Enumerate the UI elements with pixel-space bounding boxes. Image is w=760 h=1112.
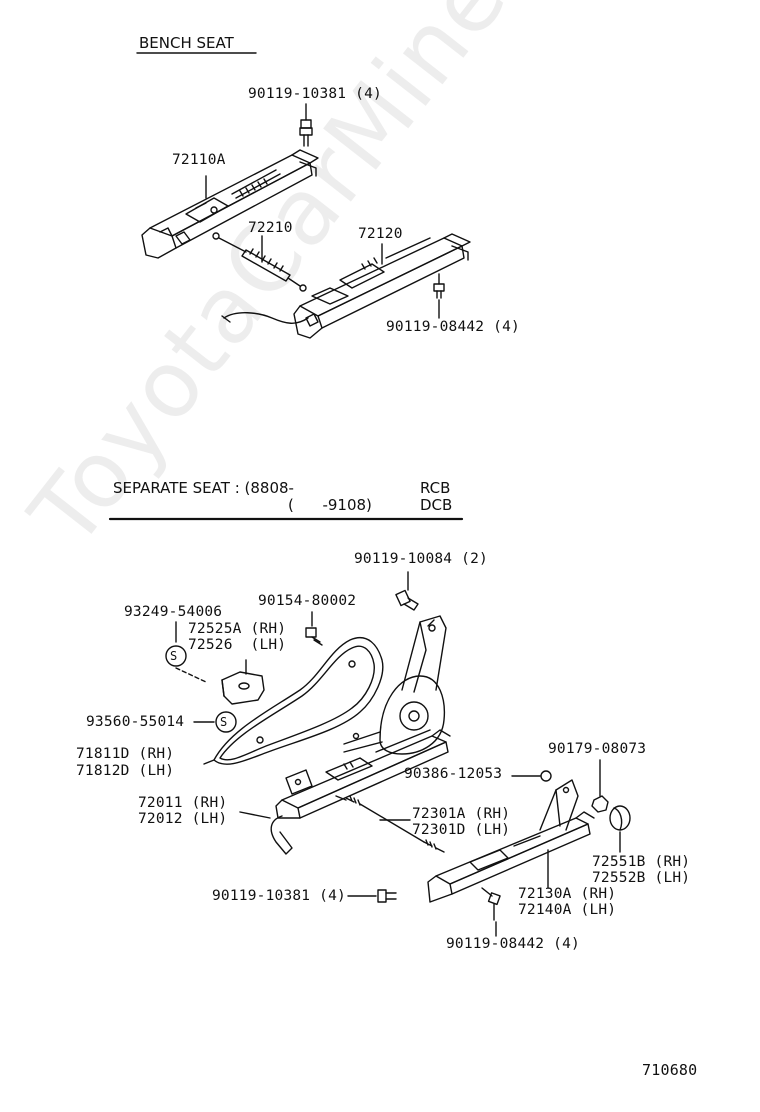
sep-connecting-rod	[335, 795, 445, 853]
separate-title-code2: DCB	[420, 496, 453, 514]
sep-label-knob-rh: 72525A (RH)	[188, 621, 287, 637]
figure-number: 710680	[642, 1061, 698, 1079]
sep-nut-mid	[511, 770, 552, 782]
bench-adjuster-right	[293, 233, 471, 339]
bench-label-72110a: 72110A	[172, 152, 226, 168]
sep-label-bolt-bottom: 90119-08442 (4)	[446, 936, 580, 952]
sep-label-cap-lh: 72552B (LH)	[592, 870, 691, 886]
bench-bolt-top	[299, 103, 313, 147]
sep-label-cap-rh: 72551B (RH)	[592, 854, 691, 870]
sep-s-washer-clip	[165, 645, 187, 667]
sep-screw	[305, 611, 323, 646]
sep-s-washer	[215, 711, 237, 733]
sep-label-nut-mid: 90386-12053	[404, 766, 503, 782]
bench-label-72210: 72210	[248, 220, 293, 236]
sep-seat-cover	[203, 637, 384, 765]
bench-rod	[212, 232, 307, 292]
sep-label-clip: 93249-54006	[124, 604, 223, 620]
sep-label-track-rh: 72011 (RH)	[138, 795, 228, 811]
sep-track-right	[427, 779, 595, 903]
bench-bolt-bottom	[433, 273, 445, 299]
sep-label-screw: 90154-80002	[258, 593, 357, 609]
sep-track-left	[275, 729, 451, 819]
sep-bolt-top	[395, 571, 419, 611]
sep-label-washer: 93560-55014	[86, 714, 185, 730]
sep-s-mark-washer: S	[220, 715, 228, 729]
sep-knob	[221, 659, 265, 705]
sep-cap	[609, 805, 631, 853]
sep-s-mark-clip: S	[170, 649, 178, 663]
sep-label-cover-rh: 71811D (RH)	[76, 746, 175, 762]
sep-label-rod-rh: 72301A (RH)	[412, 806, 511, 822]
sep-label-cover-lh: 71812D (LH)	[76, 763, 175, 779]
bench-label-bolt-bottom: 90119-08442 (4)	[386, 319, 520, 335]
bench-release-lever	[223, 312, 309, 324]
sep-label-track-lh: 72012 (LH)	[138, 811, 228, 827]
bench-title: BENCH SEAT	[139, 34, 234, 52]
sep-label-bolt-left: 90119-10381 (4)	[212, 888, 346, 904]
sep-label-knob-lh: 72526 (LH)	[188, 637, 287, 653]
sep-label-adjuster-rh: 72130A (RH)	[518, 886, 617, 902]
sep-label-bolt-top: 90119-10084 (2)	[354, 551, 488, 567]
sep-bolt-bottom	[481, 887, 501, 937]
bench-adjuster-left	[141, 149, 319, 259]
sep-release-lever	[270, 815, 293, 855]
sep-label-nut-right: 90179-08073	[548, 741, 647, 757]
separate-title-line2: ( -9108)	[288, 496, 372, 514]
separate-title-code1: RCB	[420, 479, 451, 497]
bench-label-72120: 72120	[358, 226, 403, 242]
sep-bolt-left	[347, 889, 397, 903]
separate-title: SEPARATE SEAT : (8808-	[113, 479, 294, 497]
bench-label-bolt-top: 90119-10381 (4)	[248, 86, 382, 102]
sep-label-rod-lh: 72301D (LH)	[412, 822, 511, 838]
sep-label-adjuster-lh: 72140A (LH)	[518, 902, 617, 918]
sep-recliner	[343, 615, 447, 755]
sep-nut-right	[591, 759, 609, 813]
